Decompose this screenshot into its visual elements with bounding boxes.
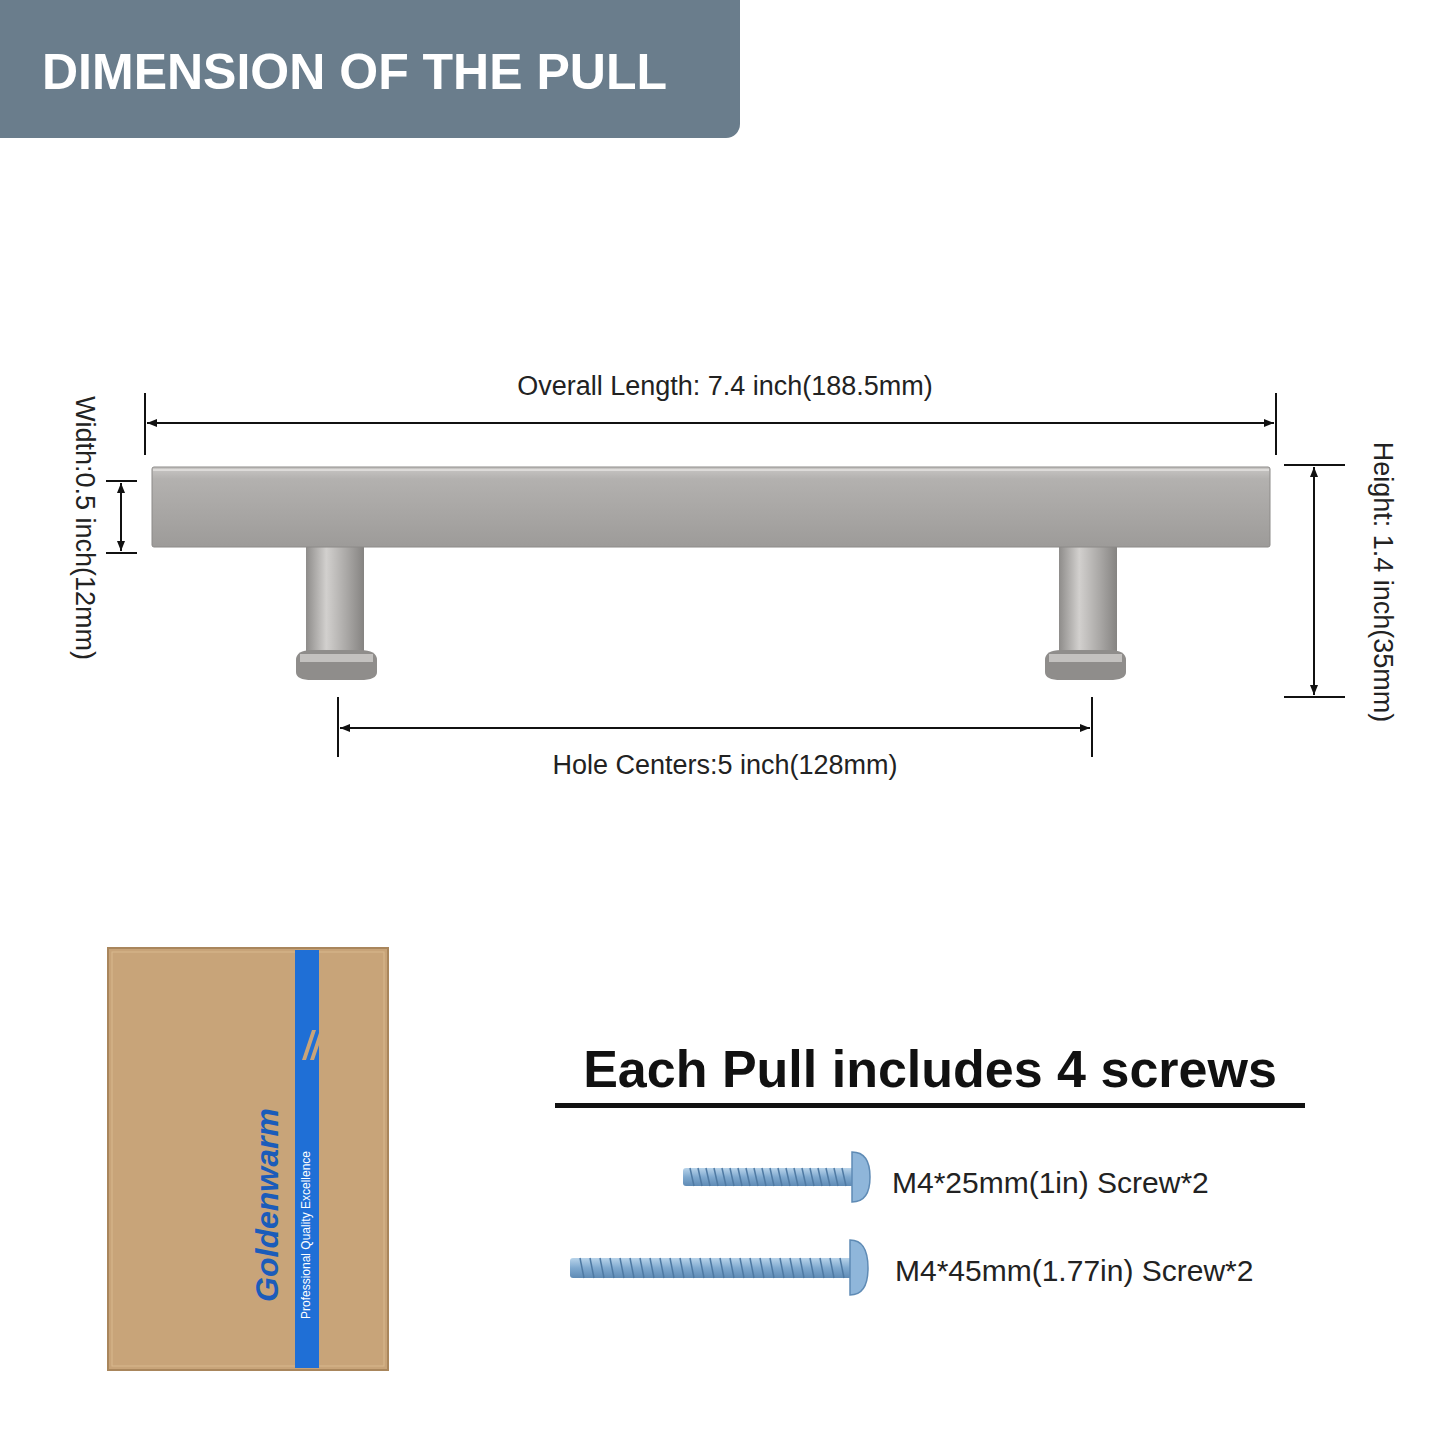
- screw-long: [570, 1240, 868, 1295]
- brand-slogan: Professional Quality Excellence: [300, 1151, 313, 1319]
- screw-label: M4*25mm(1in) Screw*2: [892, 1166, 1209, 1199]
- screw-heading: Each Pull includes 4 screws: [583, 1041, 1277, 1098]
- pull-handle: [152, 467, 1270, 680]
- dimension-label: Width:0.5 inch(12mm): [69, 396, 99, 660]
- brand-logo: Goldenwarm: [250, 1108, 285, 1302]
- product-box: [108, 948, 388, 1370]
- heading-underline: [555, 1103, 1305, 1108]
- dimension-label: Overall Length: 7.4 inch(188.5mm): [517, 372, 933, 402]
- screw-short: [683, 1152, 870, 1202]
- title-text: DIMENSION OF THE PULL: [42, 43, 667, 101]
- dimension-label: Height: 1.4 inch(35mm): [1367, 442, 1397, 723]
- dimension-label: Hole Centers:5 inch(128mm): [552, 751, 897, 781]
- dimension-lines: [106, 393, 1345, 757]
- screw-label: M4*45mm(1.77in) Screw*2: [895, 1254, 1253, 1287]
